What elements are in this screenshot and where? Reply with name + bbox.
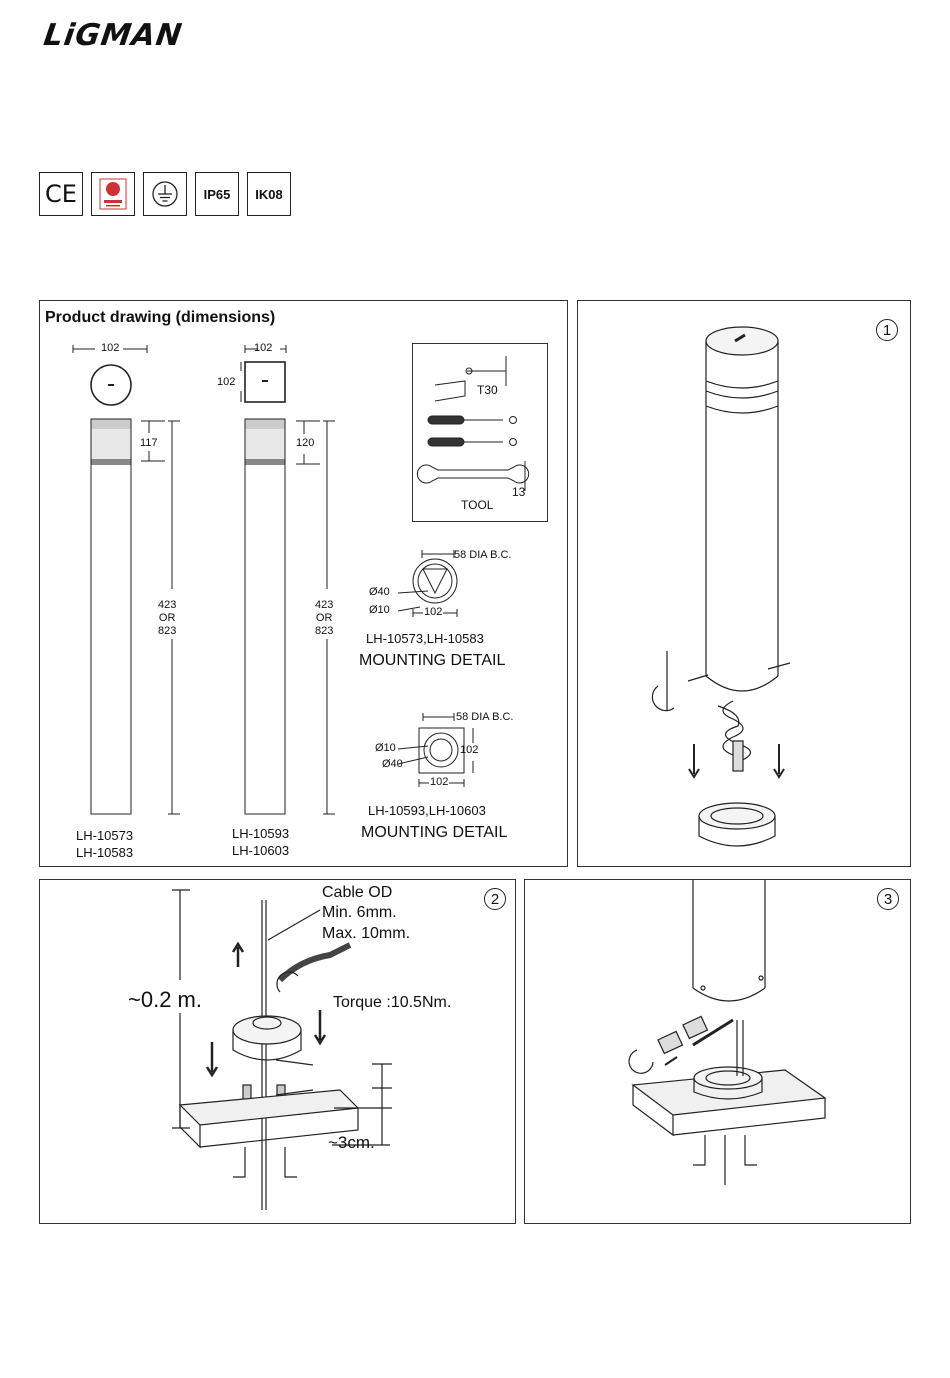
step-2-illustration (172, 889, 392, 1210)
round-head-height-label: 117 (140, 437, 158, 449)
product-drawing-panel: Product drawing (dimensions) (39, 300, 568, 867)
square-model-list: LH-10593 LH-10603 (232, 825, 289, 859)
step-3-illustration (628, 880, 827, 1185)
quality-seal-icon (91, 172, 135, 216)
square-mount-d10-label: Ø10 (375, 742, 396, 754)
tool-box (412, 343, 548, 522)
install-height-label: ~0.2 m. (128, 987, 202, 1013)
square-head-height-label: 120 (296, 437, 315, 449)
step-number-badge: 3 (877, 888, 899, 910)
product-drawing-title: Product drawing (dimensions) (45, 309, 276, 326)
dimension-drawing (72, 345, 530, 815)
step-3-panel: 3 (524, 879, 911, 1224)
cable-min-label: Min. 6mm. (322, 904, 397, 921)
ce-mark-icon: CE (39, 172, 83, 216)
embed-depth-label: ~3cm. (328, 1133, 375, 1152)
square-mount-bc-label: 58 DIA B.C. (456, 711, 514, 723)
hex-key-label: T30 (477, 383, 498, 397)
step-1-illustration (651, 326, 791, 847)
model-code: LH-10603 (232, 843, 290, 858)
square-mount-title: MOUNTING DETAIL (361, 824, 508, 841)
step-number-badge: 1 (876, 319, 898, 341)
step-2-panel: 2 (39, 879, 516, 1224)
square-mount-models: LH-10593,LH-10603 (368, 803, 486, 818)
round-mount-bc-label: 58 DIA B.C. (454, 549, 512, 561)
tool-label: TOOL (461, 498, 494, 512)
round-mount-d10-label: Ø10 (369, 604, 390, 616)
earth-ground-icon (143, 172, 187, 216)
round-mount-d40-label: Ø40 (369, 586, 390, 598)
wrench-size-label: 13 (512, 485, 526, 499)
square-depth-label: 102 (217, 376, 236, 388)
step-number-badge: 2 (484, 888, 506, 910)
model-code: LH-10583 (76, 845, 134, 860)
round-model-list: LH-10573 LH-10583 (76, 827, 133, 861)
torque-label: Torque :10.5Nm. (333, 994, 452, 1011)
round-mount-width-label: 102 (423, 606, 444, 618)
square-mount-width-label: 102 (429, 776, 450, 788)
ip-rating-badge: IP65 (195, 172, 239, 216)
square-mount-depth-label: 102 (460, 744, 479, 756)
round-height-label: 423 OR 823 (158, 599, 177, 637)
cable-max-label: Max. 10mm. (322, 925, 411, 942)
square-height-label: 423 OR 823 (315, 599, 334, 637)
square-mount-d40-label: Ø40 (382, 758, 403, 770)
ik-rating-badge: IK08 (247, 172, 291, 216)
square-width-label: 102 (254, 342, 273, 354)
round-width-label: 102 (101, 342, 120, 354)
round-mount-models: LH-10573,LH-10583 (366, 631, 484, 646)
model-code: LH-10573 (76, 828, 134, 843)
round-mount-title: MOUNTING DETAIL (359, 652, 506, 669)
brand-logo: LiGMAN (41, 18, 185, 53)
step-1-panel: 1 (577, 300, 911, 867)
cable-od-label: Cable OD (322, 884, 393, 901)
model-code: LH-10593 (232, 826, 290, 841)
